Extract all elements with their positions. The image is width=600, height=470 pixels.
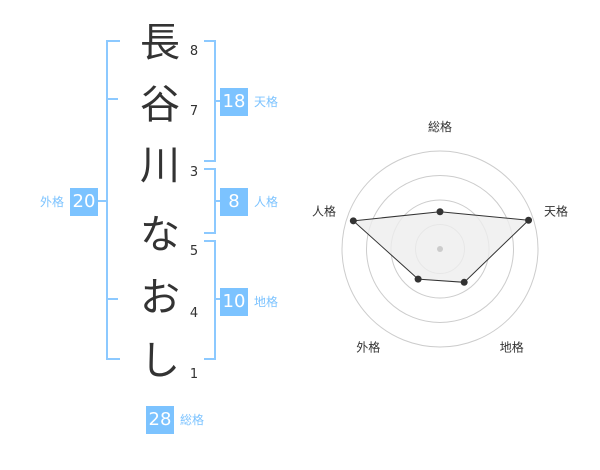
tenkaku-value: 18 (220, 88, 248, 116)
radar-point-4 (414, 275, 422, 283)
jinkaku-value: 8 (220, 188, 248, 216)
soukaku-value: 28 (146, 406, 174, 434)
chikaku-value: 10 (220, 288, 248, 316)
name-char-2: 谷 (140, 82, 180, 128)
radar-point-3 (460, 278, 468, 286)
radar-grid-ring (341, 150, 539, 348)
radar-point-2 (525, 216, 533, 224)
radar-axis-label-4: 外格 (356, 340, 380, 355)
radar-grid-ring (366, 175, 514, 323)
name-char-1: 長 (140, 20, 180, 66)
tenkaku-bracket-connector (214, 100, 222, 102)
jinkaku-label: 人格 (254, 195, 279, 209)
name-char-4: な (140, 212, 180, 258)
gaikaku-label: 外格 (40, 195, 65, 209)
radar-axis-label-1: 総格 (428, 119, 452, 134)
soukaku-label: 総格 (180, 413, 205, 427)
gaikaku-bracket-tick (106, 98, 118, 100)
radar-axis-label-5: 人格 (312, 203, 336, 218)
stroke-count-5: 4 (189, 306, 199, 321)
stroke-count-3: 3 (189, 165, 199, 180)
gaikaku-bracket-connector (94, 200, 106, 202)
chikaku-bracket (204, 240, 216, 360)
radar-axis-label-3: 地格 (500, 340, 524, 355)
stroke-count-4: 5 (189, 244, 199, 259)
radar-point-1 (436, 208, 444, 216)
stroke-count-1: 8 (189, 44, 199, 59)
radar-axis-label-2: 天格 (544, 203, 568, 218)
chikaku-label: 地格 (254, 295, 279, 309)
gaikaku-bracket (106, 40, 120, 360)
stroke-count-2: 7 (189, 104, 199, 119)
gaikaku-bracket-tick (106, 298, 118, 300)
name-char-6: し (140, 338, 180, 384)
chikaku-bracket-connector (214, 298, 222, 300)
radar-center (437, 246, 443, 252)
name-char-5: お (140, 275, 180, 321)
tenkaku-label: 天格 (254, 95, 279, 109)
jinkaku-bracket-connector (214, 200, 222, 202)
stroke-count-6: 1 (189, 367, 199, 382)
radar-point-5 (349, 217, 357, 225)
name-char-3: 川 (140, 143, 180, 189)
gaikaku-value: 20 (70, 188, 98, 216)
